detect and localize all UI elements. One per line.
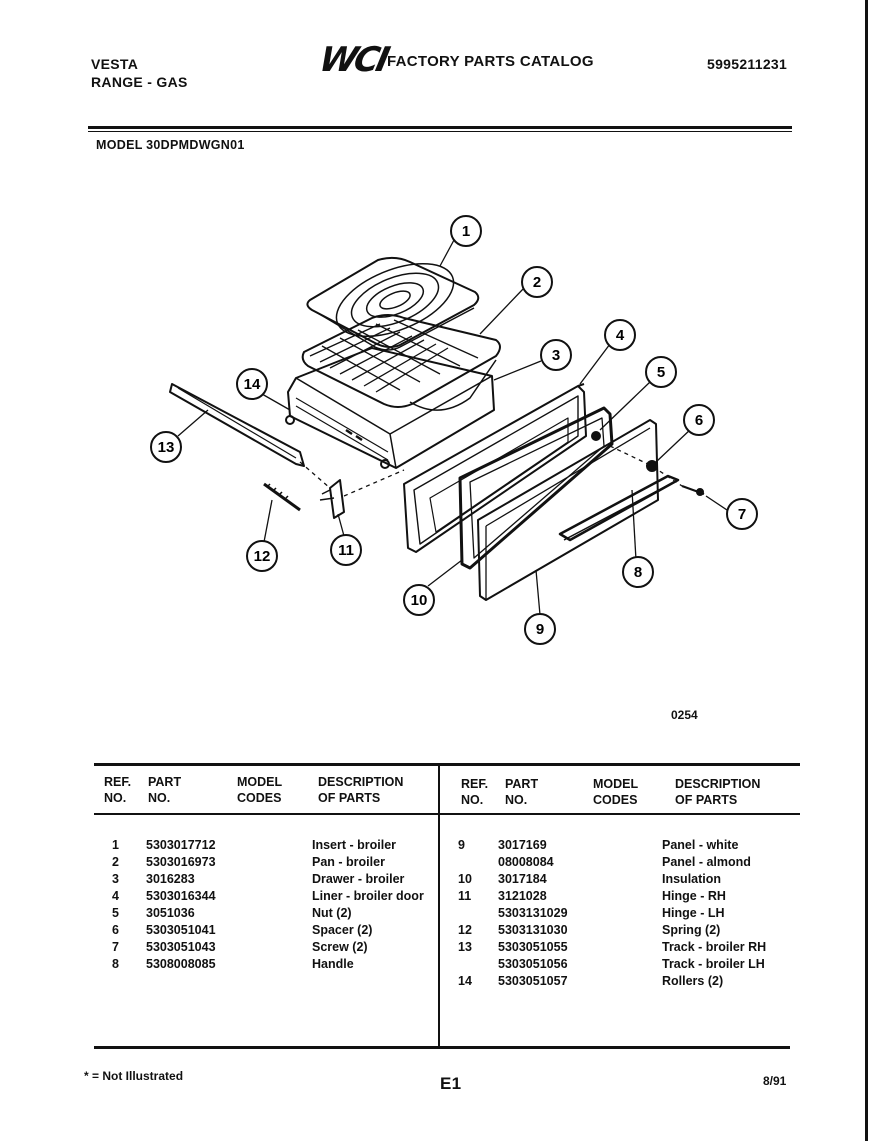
table-bottom-rule — [94, 1046, 790, 1049]
header-rule-thin — [88, 131, 792, 132]
left-header-desc: DESCRIPTION OF PARTS — [318, 775, 404, 805]
table-center-divider — [438, 766, 440, 1046]
svg-text:2: 2 — [533, 274, 541, 291]
svg-text:1: 1 — [462, 223, 470, 240]
table-header-rule — [94, 813, 800, 815]
door-panel-drawing — [477, 419, 659, 601]
catalog-title: FACTORY PARTS CATALOG — [387, 53, 594, 70]
right-header-desc: DESCRIPTION OF PARTS — [675, 777, 761, 807]
svg-text:4: 4 — [616, 327, 625, 344]
callout-4: 4 — [604, 319, 636, 351]
model-line: MODEL 30DPMDWGN01 — [96, 138, 245, 152]
page-id: E1 — [440, 1074, 462, 1093]
brand-name: VESTA — [91, 56, 139, 72]
right-header-model: MODEL CODES — [593, 777, 639, 807]
diagram-drawing: 1 2 3 4 5 6 7 8 9 10 11 12 13 14 — [150, 215, 758, 645]
header-rule — [88, 126, 792, 129]
callout-14: 14 — [236, 368, 268, 400]
svg-text:7: 7 — [738, 506, 746, 523]
spring-drawing — [263, 482, 301, 512]
broiler-track-drawing — [169, 383, 305, 467]
callout-1: 1 — [450, 215, 482, 247]
catalog-date: 8/91 — [763, 1074, 787, 1088]
door-liner-drawing — [403, 383, 587, 553]
svg-text:13: 13 — [158, 439, 175, 456]
broiler-insert-drawing — [306, 256, 480, 351]
svg-text:9: 9 — [536, 621, 544, 638]
svg-text:6: 6 — [695, 412, 703, 429]
catalog-number: 5995211231 — [707, 56, 788, 72]
svg-text:10: 10 — [411, 592, 428, 609]
not-illustrated-note: * = Not Illustrated — [84, 1069, 184, 1083]
hinge-drawing — [319, 479, 345, 519]
callout-13: 13 — [150, 431, 182, 463]
product-type: RANGE - GAS — [91, 74, 188, 90]
spacer-drawing — [646, 460, 658, 472]
callout-2: 2 — [521, 266, 553, 298]
broiler-drawer-drawing — [285, 347, 495, 469]
callout-3: 3 — [540, 339, 572, 371]
callout-6: 6 — [683, 404, 715, 436]
left-header-part: PART NO. — [148, 775, 182, 805]
callout-5: 5 — [645, 356, 677, 388]
callout-9: 9 — [524, 613, 556, 645]
svg-text:3: 3 — [552, 347, 560, 364]
svg-text:12: 12 — [254, 548, 271, 565]
left-header-ref: REF. NO. — [104, 775, 132, 805]
insulation-drawing — [458, 406, 614, 570]
broiler-pan-drawing — [301, 314, 501, 411]
callout-group: 1 2 3 4 5 6 7 8 9 10 11 12 13 14 — [150, 215, 758, 645]
callout-12: 12 — [246, 540, 278, 572]
svg-text:5: 5 — [657, 364, 665, 381]
svg-text:8: 8 — [634, 564, 642, 581]
callout-7: 7 — [726, 498, 758, 530]
figure-code: 0254 — [671, 708, 698, 722]
table-top-rule — [94, 763, 800, 766]
callout-8: 8 — [622, 556, 654, 588]
left-header-model: MODEL CODES — [237, 775, 283, 805]
svg-text:11: 11 — [338, 542, 354, 559]
callout-11: 11 — [330, 534, 362, 566]
right-header-ref: REF. NO. — [461, 777, 489, 807]
nut-drawing — [591, 431, 601, 441]
right-header-part: PART NO. — [505, 777, 539, 807]
svg-text:14: 14 — [244, 376, 261, 393]
callout-10: 10 — [403, 584, 435, 616]
handle-drawing — [558, 474, 680, 542]
